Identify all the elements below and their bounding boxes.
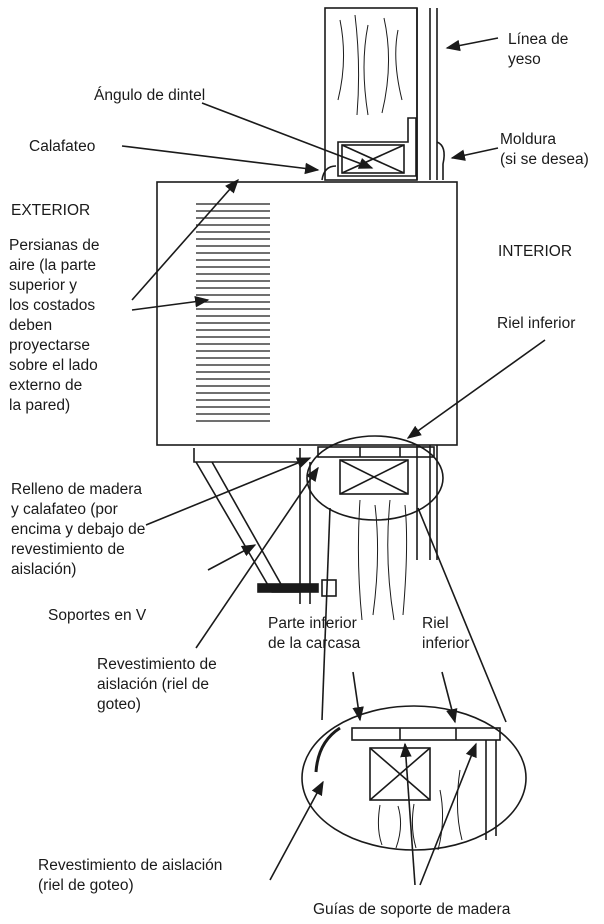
label-riel-inferior-top: Riel inferior <box>497 315 576 332</box>
wall-lower <box>193 445 438 621</box>
label-moldura: Moldura (si se desea) <box>500 131 589 168</box>
label-persianas: Persianas de aire (la parte superior y l… <box>9 237 100 414</box>
leader-arrows <box>121 37 546 886</box>
label-interior: INTERIOR <box>498 243 573 260</box>
label-riel-inferior-detail: Riel inferior <box>422 615 470 652</box>
label-guias-soporte: Guías de soporte de madera <box>313 901 511 918</box>
label-linea-yeso: Línea de yeso <box>508 31 569 68</box>
label-angulo-dintel: Ángulo de dintel <box>94 87 206 104</box>
label-parte-inferior-carcasa: Parte inferior de la carcasa <box>268 615 361 652</box>
air-louvers <box>196 203 270 422</box>
label-exterior: EXTERIOR <box>11 202 91 219</box>
ac-cabinet <box>156 181 458 446</box>
label-revestimiento-riel-goteo: Revestimiento de aislación (riel de gote… <box>97 656 217 713</box>
label-relleno: Relleno de madera y calafateo (por encim… <box>11 481 146 578</box>
label-revestimiento-detail: Revestimiento de aislación (riel de gote… <box>38 857 223 894</box>
label-soportes-v: Soportes en V <box>48 607 147 624</box>
wall-upper <box>321 7 445 181</box>
detail-enlarged <box>301 705 527 851</box>
label-calafateo: Calafateo <box>29 138 96 155</box>
